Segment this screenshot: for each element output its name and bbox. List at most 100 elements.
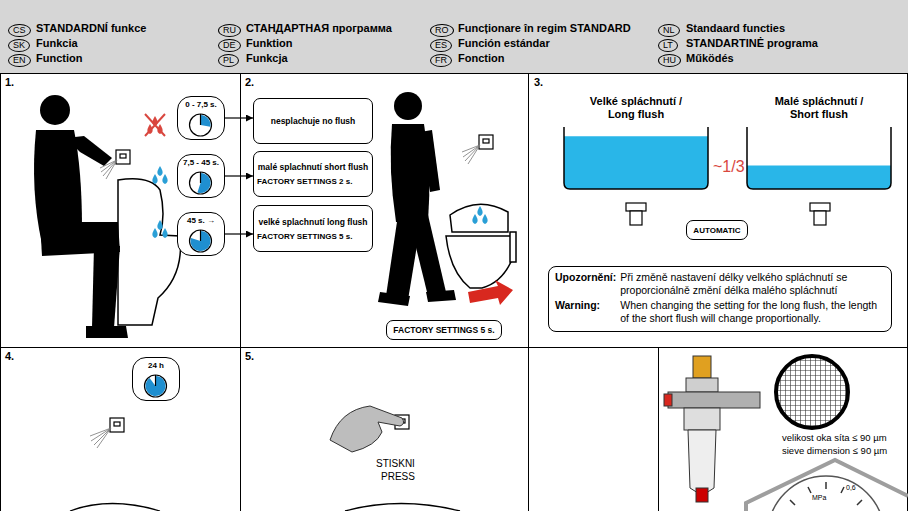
node-text: RU: [223, 25, 236, 36]
walking-person-part: [426, 290, 456, 302]
panel-grid-part: [240, 73, 241, 511]
timer-dial: 0 - 7,5 s.: [177, 96, 225, 140]
language-code: PL: [218, 54, 239, 67]
sensor-part: [479, 135, 493, 149]
process-box: FACTORY SETTINGS 5 s.: [386, 320, 502, 340]
water-drops-part: [157, 166, 162, 176]
dial-face: [190, 114, 212, 136]
water-filter-part: [696, 488, 708, 502]
node-text: ES: [435, 40, 447, 51]
note-label: sieve dimension ≤ 90 µm: [782, 446, 887, 457]
water-filter-part: [686, 378, 718, 392]
node-text: RO: [435, 25, 449, 36]
sensor-beam-part: [90, 428, 111, 448]
language-name: Standaard functies: [686, 22, 785, 35]
dial: [178, 227, 223, 255]
dial-hand: [200, 172, 201, 183]
wall-toilet-part: [510, 232, 516, 262]
seated-person-part: [92, 246, 120, 328]
language-name: Funcționare în regim STANDARD: [458, 22, 631, 35]
water-filter-part: [668, 392, 760, 408]
language-name: Működés: [686, 52, 734, 65]
walking-person: [378, 92, 456, 306]
language-code: RU: [218, 24, 241, 37]
cistern-tank: Malé spláchnutí / Short flush: [743, 95, 895, 191]
leave-arrow-part: [468, 280, 513, 305]
wall-toilet-part: [446, 236, 515, 288]
panel-grid-part: [0, 73, 908, 74]
timer-dial: 45 s. →: [177, 212, 225, 256]
language-code: LT: [658, 39, 678, 52]
node-text: PL: [223, 55, 234, 66]
note-label: STISKNI: [376, 458, 415, 470]
tank-wall: [564, 127, 708, 189]
dial-sector: [190, 231, 210, 251]
sieve-magnifier-part: [776, 356, 848, 428]
node-text: FACTORY SETTINGS 5 s.: [257, 232, 369, 241]
language-name: СТАНДАРТНАЯ программа: [246, 22, 392, 35]
language-code: FR: [430, 54, 452, 67]
node-text: Při změně nastavení délky velkého splách…: [620, 271, 885, 299]
water-drops-part: [152, 228, 157, 238]
language-code: RO: [430, 24, 454, 37]
language-code: EN: [8, 54, 31, 67]
dial: [133, 372, 178, 400]
tank-wall: [747, 127, 891, 189]
sensor-beam-part: [100, 160, 117, 179]
dial-hand: [155, 375, 156, 386]
language-name: Funkcja: [246, 52, 288, 65]
dial-face: [190, 230, 212, 252]
panel-number: 2.: [245, 76, 254, 89]
walking-person-part: [378, 292, 410, 306]
node-text: EN: [13, 55, 26, 66]
pressure-gauge-part: [790, 482, 862, 505]
seated-person-part: [66, 136, 112, 166]
node-text: 24 h: [133, 361, 179, 370]
sensor-beam-part: [462, 145, 480, 164]
process-box: AUTOMATIC: [686, 220, 748, 240]
tank-outlet-part: [810, 203, 830, 211]
dial-hand: [200, 230, 201, 241]
panel-number: 3.: [534, 76, 543, 89]
node-text: CS: [13, 25, 26, 36]
panel-grid-part: [907, 73, 908, 511]
pressure-gauge-part: [768, 476, 884, 511]
note-label: velikost oka síta ≤ 90 µm: [782, 433, 887, 444]
timer-dial: 24 h: [132, 357, 180, 401]
water: [747, 166, 891, 190]
panel-number: 4.: [5, 350, 14, 363]
cistern-tank: Velké spláchnutí / Long flush: [560, 95, 712, 191]
timer-dial: 7,5 - 45 s.: [177, 154, 225, 198]
language-code: DE: [218, 39, 241, 52]
node-text: 45 s. →: [178, 216, 224, 225]
note-label: 0,6: [846, 484, 856, 492]
pressure-gauge: [768, 476, 884, 511]
seated-person-part: [40, 95, 70, 125]
sensor-part: [116, 150, 130, 164]
seated-person: [34, 95, 128, 338]
language-code: HU: [658, 54, 681, 67]
language-name: Función estándar: [458, 37, 550, 50]
dial-sector: [146, 376, 166, 396]
node-text: NL: [663, 25, 675, 36]
node-text: AUTOMATIC: [690, 226, 744, 235]
process-box: nesplachuje no flush: [253, 98, 373, 144]
language-name: STANDARTINĖ programa: [686, 37, 818, 50]
note-label: ~1/3: [713, 158, 745, 176]
sieve-magnifier: [776, 356, 848, 428]
sensor-part: [114, 422, 120, 426]
node-text: DE: [223, 40, 236, 51]
language-code: CS: [8, 24, 31, 37]
node-text: FR: [435, 55, 447, 66]
water-drops-part: [477, 206, 482, 216]
toilet-lid-part: [70, 504, 160, 511]
water-drops-part: [152, 174, 157, 184]
dial-face: [190, 172, 212, 194]
node-text: Upozornění:: [555, 271, 616, 299]
panel-grid-part: [0, 73, 1, 511]
language-name: Function: [36, 52, 82, 65]
tank-outlet-part: [630, 211, 642, 225]
sensor-part: [110, 418, 124, 432]
tank-outlet-part: [814, 211, 826, 225]
